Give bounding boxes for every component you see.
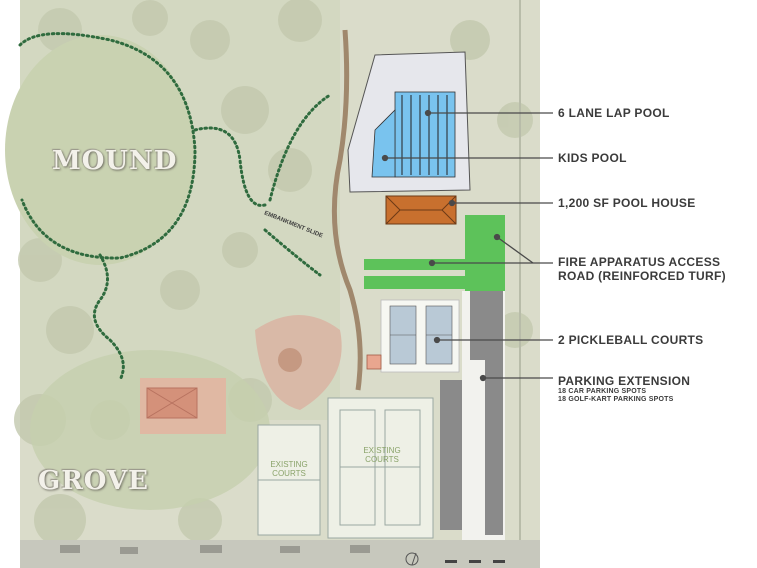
label-fire-access-line2: ROAD (REINFORCED TURF) [558,269,726,283]
winding-path [331,29,363,391]
label-fire-access: FIRE APPARATUS ACCESS ROAD (REINFORCED T… [558,255,726,283]
label-parking: PARKING EXTENSION 18 CAR PARKING SPOTS 1… [558,374,690,404]
playground [255,315,342,410]
pavilion-roof [140,378,226,434]
mound-lawn [5,35,195,265]
leader-lines [381,109,553,382]
existing-line2: COURTS [272,469,306,478]
label-pickleball: 2 PICKLEBALL COURTS [558,333,704,347]
label-pool-house: 1,200 SF POOL HOUSE [558,196,696,210]
label-parking-sub2: 18 GOLF-KART PARKING SPOTS [558,396,674,403]
existing-line1: EXISTING [270,460,308,469]
existing-line1: EXISTING [363,446,401,455]
scale-bar [445,560,505,563]
label-fire-access-line1: FIRE APPARATUS ACCESS [558,255,721,269]
lap-pool [394,91,456,178]
bottom-road [20,540,540,568]
label-kids-pool: KIDS POOL [558,151,627,165]
existing-courts-right-label: EXISTING COURTS [352,446,412,464]
label-parking-sub1: 18 CAR PARKING SPOTS [558,388,647,395]
kids-pool [371,109,396,178]
pickleball-courts [380,299,460,373]
lap-pool-lanes [401,95,448,175]
road-cars [60,545,370,554]
label-parking-title: PARKING EXTENSION [558,374,691,388]
parking-lot [440,291,505,540]
walking-trails [18,32,332,382]
existing-courts-left-label: EXISTING COURTS [262,460,316,478]
mound-label: MOUND [52,146,178,176]
grove-label: GROVE [38,466,149,496]
existing-courts [257,397,434,539]
small-shelter [366,354,382,370]
existing-line2: COURTS [365,455,399,464]
label-lap-pool: 6 LANE LAP POOL [558,106,670,120]
fire-access-turf [364,215,505,291]
pool-house [385,195,457,225]
